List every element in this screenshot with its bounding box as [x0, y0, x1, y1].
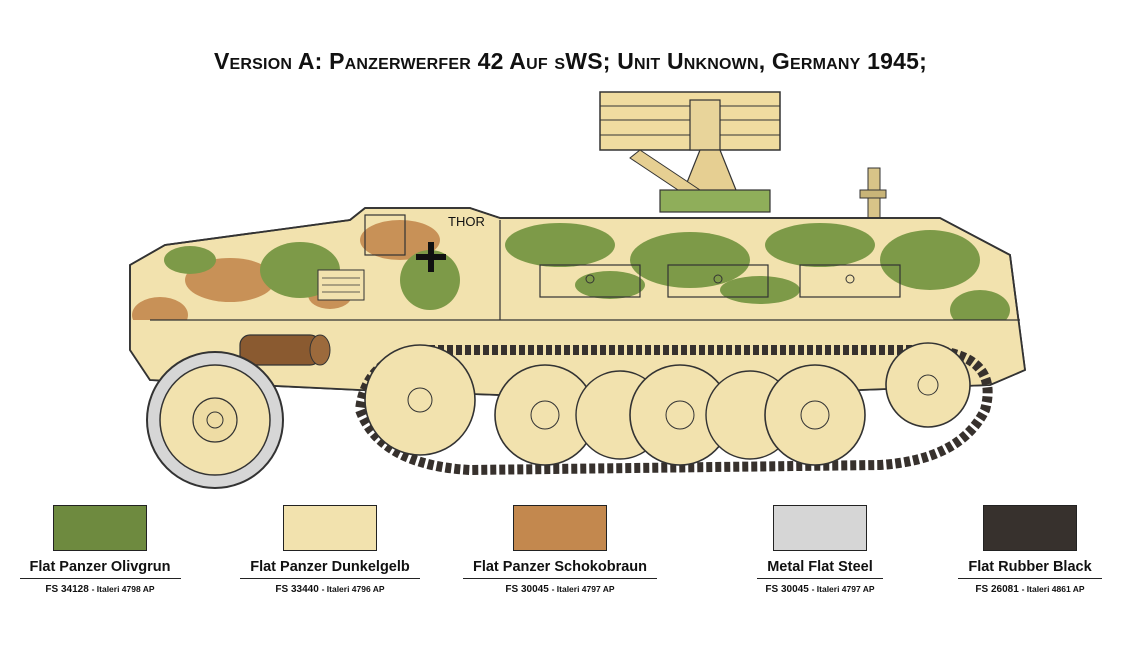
color-olivgrun: Flat Panzer Olivgrun FS 34128 - Italeri … [0, 505, 210, 595]
color-name: Metal Flat Steel [757, 559, 883, 579]
fs-code: FS 30045 [505, 584, 549, 595]
halftrack-illustration: THOR [129, 91, 1026, 489]
italeri-code: - Italeri 4798 AP [91, 584, 155, 594]
color-name: Flat Panzer Olivgrun [19, 559, 181, 579]
color-flat-steel: Metal Flat Steel FS 30045 - Italeri 4797… [710, 505, 930, 595]
color-code: FS 34128 - Italeri 4798 AP [0, 584, 210, 595]
fs-code: FS 26081 [975, 584, 1019, 595]
color-name: Flat Panzer Schokobraun [462, 559, 658, 579]
swatch-flat-steel [773, 505, 867, 551]
italeri-code: - Italeri 4861 AP [1021, 584, 1085, 594]
road-wheels [364, 342, 971, 466]
fs-code: FS 33440 [275, 584, 319, 595]
swatch-olivgrun [53, 505, 147, 551]
color-code: FS 30045 - Italeri 4797 AP [450, 584, 670, 595]
front-wheel [146, 351, 284, 489]
color-code: FS 33440 - Italeri 4796 AP [220, 584, 440, 595]
vehicle-marking: THOR [448, 214, 485, 229]
swatch-dunkelgelb [283, 505, 377, 551]
italeri-code: - Italeri 4797 AP [551, 584, 615, 594]
rocket-launcher [599, 91, 887, 219]
fs-code: FS 30045 [765, 584, 809, 595]
fs-code: FS 34128 [45, 584, 89, 595]
page-title: Version A: Panzerwerfer 42 Auf sWS; Unit… [214, 48, 927, 74]
muffler [239, 334, 331, 366]
color-code: FS 26081 - Italeri 4861 AP [920, 584, 1140, 595]
color-schokobraun: Flat Panzer Schokobraun FS 30045 - Itale… [450, 505, 670, 595]
color-name: Flat Rubber Black [958, 559, 1102, 579]
swatch-schokobraun [513, 505, 607, 551]
swatch-rubber-black [983, 505, 1077, 551]
italeri-code: - Italeri 4796 AP [321, 584, 385, 594]
color-code: FS 30045 - Italeri 4797 AP [710, 584, 930, 595]
italeri-code: - Italeri 4797 AP [811, 584, 875, 594]
color-rubber-black: Flat Rubber Black FS 26081 - Italeri 486… [920, 505, 1140, 595]
track [354, 345, 993, 476]
color-dunkelgelb: Flat Panzer Dunkelgelb FS 33440 - Italer… [220, 505, 440, 595]
color-name: Flat Panzer Dunkelgelb [240, 559, 420, 579]
balkenkreuz-icon [416, 242, 446, 272]
